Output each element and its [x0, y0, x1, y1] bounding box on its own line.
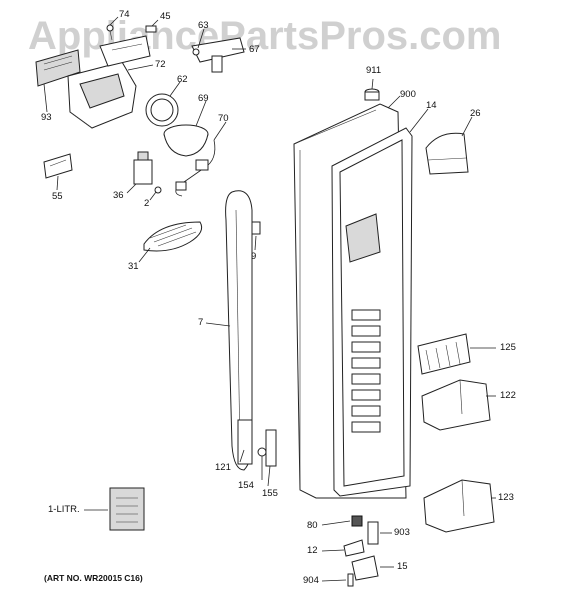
- label-911: 911: [366, 65, 382, 76]
- label-72: 72: [155, 59, 166, 70]
- part-903-pin: [367, 521, 379, 545]
- label-12: 12: [307, 545, 318, 556]
- label-123: 123: [498, 492, 514, 503]
- part-55-bracket: [43, 153, 73, 179]
- part-45: [145, 25, 157, 33]
- label-7: 7: [198, 317, 204, 328]
- part-15-hinge: [351, 555, 379, 581]
- part-1-litr-booklet: [109, 487, 145, 531]
- leader-lines: [43, 16, 496, 582]
- label-67: 67: [249, 44, 260, 55]
- part-904-screw: [347, 573, 354, 587]
- label-45: 45: [160, 11, 171, 22]
- part-911-cap: [364, 88, 380, 101]
- part-70-wire: [175, 139, 216, 197]
- label-63: 63: [198, 20, 209, 31]
- label-900: 900: [400, 89, 416, 100]
- part-31-grille: [143, 221, 203, 252]
- part-155: [265, 429, 277, 467]
- part-122-bin: [421, 379, 491, 431]
- part-housing-assembly: [67, 35, 151, 129]
- part-123-bin: [423, 479, 495, 533]
- label-74: 74: [119, 9, 130, 20]
- part-63-67-bracket: [191, 37, 245, 73]
- label-121: 121: [215, 462, 231, 473]
- part-125-wire-shelf: [417, 333, 471, 375]
- dispenser-recess: [345, 213, 381, 263]
- art-number: (ART NO. WR20015 C16): [44, 573, 143, 583]
- part-154: [257, 447, 267, 457]
- part-62-ring: [145, 93, 179, 127]
- label-31: 31: [128, 261, 139, 272]
- label-903: 903: [394, 527, 410, 538]
- part-80-bushing: [351, 515, 363, 527]
- label-14: 14: [426, 100, 437, 111]
- label-9: 9: [251, 251, 257, 262]
- part-121-hinge: [237, 419, 253, 465]
- label-70: 70: [218, 113, 229, 124]
- label-122: 122: [500, 390, 516, 401]
- part-36-switch: [133, 151, 153, 185]
- label-15: 15: [397, 561, 408, 572]
- label-2: 2: [144, 198, 150, 209]
- label-80: 80: [307, 520, 318, 531]
- label-1-litr: 1-LITR.: [48, 504, 80, 515]
- part-2-screw: [154, 186, 162, 194]
- part-74-screw: [106, 24, 114, 41]
- label-904: 904: [303, 575, 319, 586]
- label-55: 55: [52, 191, 63, 202]
- part-26-bin: [425, 132, 469, 175]
- part-9-screw: [251, 221, 261, 235]
- label-69: 69: [198, 93, 209, 104]
- label-155: 155: [262, 488, 278, 499]
- label-125: 125: [500, 342, 516, 353]
- label-26: 26: [470, 108, 481, 119]
- part-7-handle: [225, 190, 253, 471]
- part-93-panel: [35, 49, 81, 87]
- part-12-bracket: [343, 539, 365, 557]
- door-liner-ribs: [351, 309, 381, 433]
- part-69-cup: [163, 124, 209, 157]
- label-154: 154: [238, 480, 254, 491]
- label-62: 62: [177, 74, 188, 85]
- label-93: 93: [41, 112, 52, 123]
- label-36: 36: [113, 190, 124, 201]
